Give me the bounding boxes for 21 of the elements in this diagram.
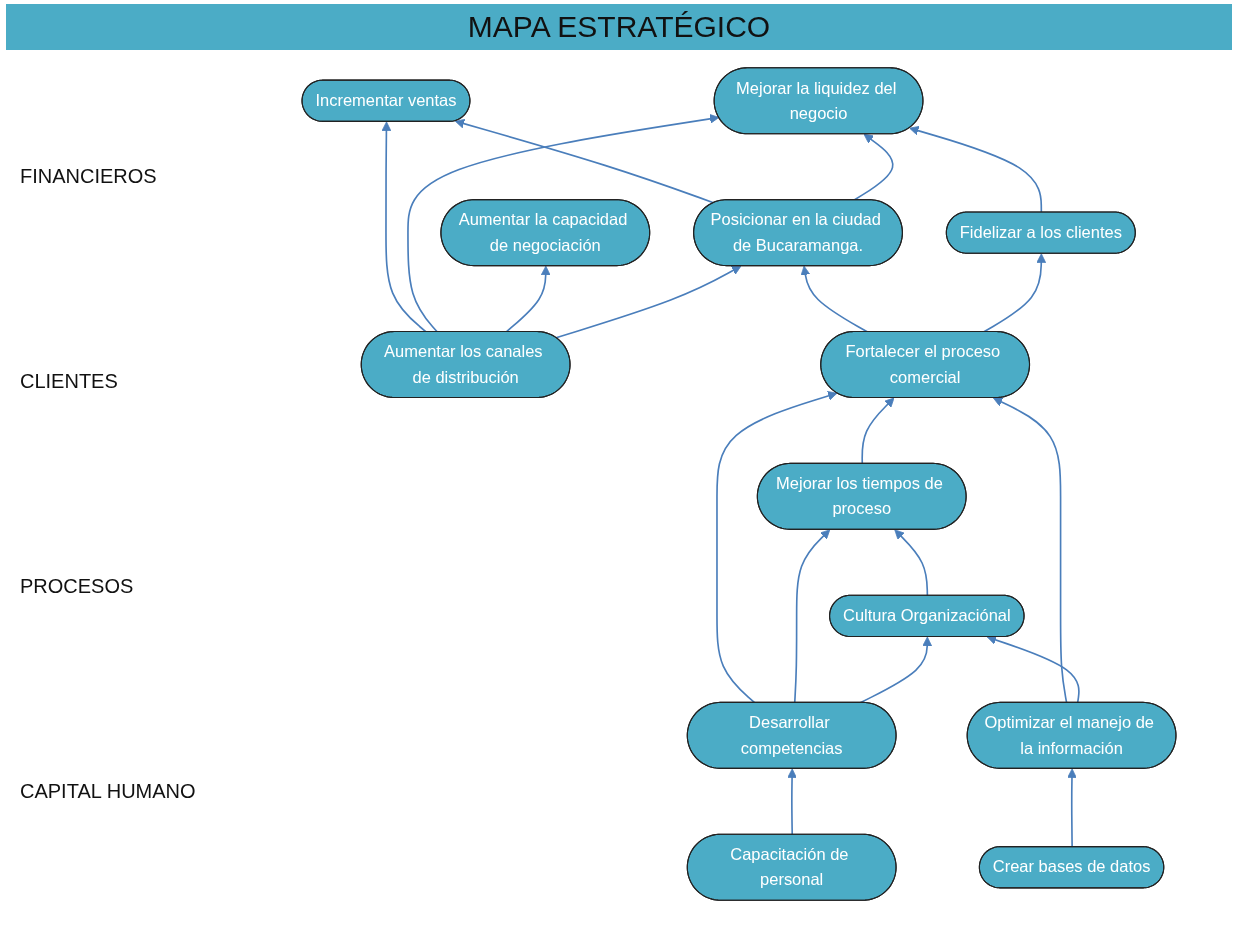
arrow — [381, 121, 428, 333]
arrow — [986, 635, 1080, 704]
arrow — [793, 529, 831, 704]
row-label: FINANCIEROS — [20, 165, 158, 188]
arrow — [1067, 768, 1077, 848]
title-banner: MAPA ESTRATÉGICO — [6, 4, 1232, 50]
arrow — [505, 265, 551, 333]
row-label: CLIENTES — [20, 370, 119, 393]
arrow — [800, 265, 869, 333]
arrow — [894, 529, 929, 597]
row-label: PROCESOS — [20, 575, 135, 598]
arrow — [716, 391, 838, 704]
arrow — [787, 768, 797, 836]
arrow — [992, 397, 1068, 704]
row-label: CAPITAL HUMANO — [20, 780, 197, 803]
arrow — [909, 126, 1043, 214]
arrow — [555, 265, 742, 339]
arrow — [861, 397, 895, 465]
arrow — [454, 118, 715, 204]
arrow — [982, 253, 1047, 333]
arrow — [407, 114, 720, 333]
